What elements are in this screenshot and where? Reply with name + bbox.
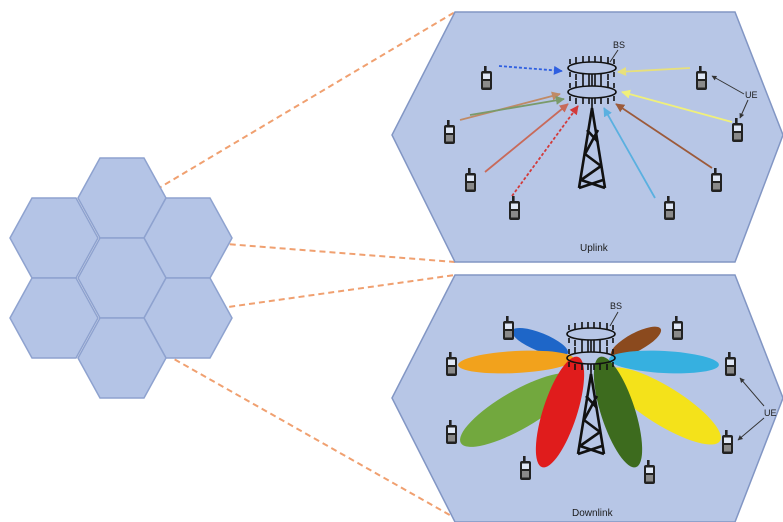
- downlink-caption: Downlink: [572, 508, 614, 519]
- downlink-ue-label: UE: [764, 408, 777, 418]
- beam-dark-green: [593, 356, 643, 468]
- beam-light-blue: [609, 350, 719, 374]
- uplink-arrows: [459, 65, 733, 199]
- cell-bottom: [77, 317, 167, 399]
- downlink-bs-label: BS: [610, 301, 622, 311]
- beam-orange: [458, 350, 574, 374]
- beam-blue: [511, 328, 569, 356]
- zoom-line-uplink-top: [121, 11, 456, 211]
- uplink-arrow: [484, 103, 569, 173]
- uplink-arrow: [617, 67, 691, 77]
- cell-cluster: [9, 157, 233, 399]
- uplink-caption: Uplink: [580, 243, 609, 254]
- uplink-ue-label: UE: [745, 90, 758, 100]
- beam-yellow: [607, 367, 721, 445]
- zoom-line-downlink-bottom: [104, 319, 456, 519]
- uplink-arrow: [621, 89, 733, 123]
- downlink-beams: [458, 326, 721, 468]
- downlink-panel: BS UE Downlink: [391, 274, 783, 522]
- uplink-arrow: [615, 103, 713, 169]
- uplink-panel: BS UE Uplink: [391, 11, 783, 263]
- uplink-arrow: [603, 107, 656, 199]
- uplink-arrow: [469, 95, 565, 116]
- beam-red: [535, 356, 585, 468]
- downlink-ue-pointers: [737, 377, 765, 441]
- beam-green: [460, 373, 576, 447]
- uplink-arrow: [498, 65, 563, 75]
- uplink-arrow: [459, 91, 561, 121]
- uplink-bs-label: BS: [613, 40, 625, 50]
- beam-brown: [610, 326, 662, 358]
- uplink-bs-pointer: [609, 49, 619, 63]
- uplink-arrow: [511, 105, 579, 197]
- cell-lower-left: [9, 277, 99, 359]
- downlink-bs-pointer: [609, 311, 619, 327]
- uplink-ue-pointers: [711, 75, 749, 119]
